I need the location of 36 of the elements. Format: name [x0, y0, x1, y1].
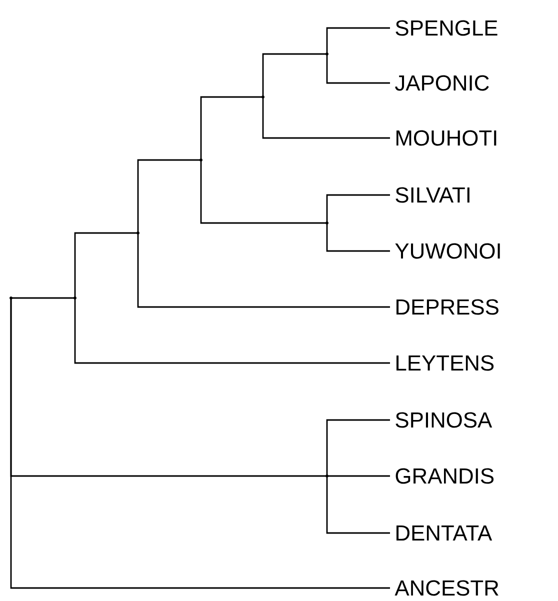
taxon-label: SILVATI — [396, 187, 470, 203]
tree-branch — [137, 233, 390, 308]
tree-branch — [74, 232, 138, 298]
tree-branch — [200, 96, 263, 160]
tree-branch — [11, 297, 75, 299]
tree-branch — [200, 160, 327, 224]
branch-point — [326, 474, 328, 478]
tree-branch — [326, 223, 390, 252]
tree-branch — [10, 298, 390, 589]
taxon-label: GRANDIS — [396, 468, 494, 484]
tree-branch — [74, 298, 390, 364]
branch-point — [136, 232, 140, 234]
branch-point — [200, 158, 202, 162]
branch-point — [326, 52, 328, 56]
tree-branch — [327, 475, 390, 477]
tree-branch — [137, 159, 201, 233]
tree-branch — [326, 419, 390, 476]
taxon-label: DEPRESS — [396, 299, 498, 315]
tree-branch — [326, 476, 390, 534]
branch-point — [10, 296, 12, 300]
taxon-label: DENTATA — [396, 525, 492, 541]
tree-branch — [262, 53, 327, 97]
tree-branch — [326, 194, 390, 223]
taxon-label: SPENGLE — [396, 20, 498, 36]
tree-branch — [326, 27, 390, 54]
taxon-label: JAPONIC — [395, 75, 489, 91]
taxon-label: MOUHOTI — [396, 130, 496, 146]
tree-branch — [326, 54, 390, 84]
branch-point — [74, 296, 76, 300]
taxon-label: LEYTENS — [396, 355, 494, 371]
taxon-label: SPINOSA — [396, 412, 492, 428]
branch-point — [326, 222, 328, 224]
taxon-label: ANCESTR — [394, 580, 498, 596]
branch-point — [262, 96, 264, 98]
taxon-label: YUWONOI — [395, 243, 500, 259]
tree-branch — [262, 97, 390, 139]
